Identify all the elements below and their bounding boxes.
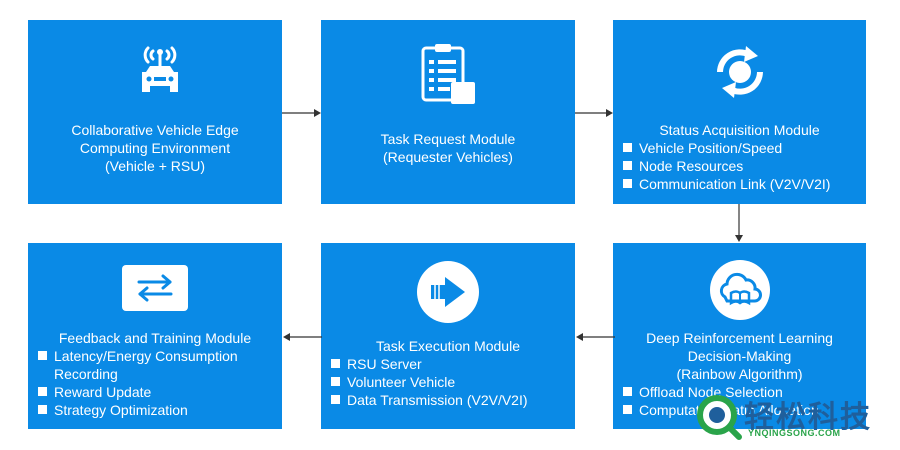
task-request-title: Task Request Module (Requester Vehicles)	[380, 131, 516, 165]
status-acquisition-title: Status Acquisition Module	[659, 122, 820, 138]
car-with-antenna-icon	[142, 46, 178, 92]
environment-title: Collaborative Vehicle Edge Computing Env…	[71, 122, 239, 174]
list-item: RSU Server	[331, 355, 528, 373]
watermark-text-cn: 轻松科技	[744, 400, 872, 435]
task-request-box: Task Request Module (Requester Vehicles)	[321, 20, 575, 204]
cloud-book-icon	[710, 260, 770, 320]
watermark-text-en: YNQINGSONG.COM	[748, 428, 841, 438]
list-item: Reward Update	[38, 383, 274, 401]
drl-decision-title: Deep Reinforcement Learning Decision-Mak…	[646, 330, 833, 382]
arrow-status-to-drl	[735, 204, 743, 242]
list-item: Node Resources	[623, 157, 830, 175]
drl-decision-box: Deep Reinforcement Learning Decision-Mak…	[613, 243, 866, 429]
refresh-cycle-icon	[717, 46, 763, 98]
arrow-execution-to-feedback	[283, 333, 322, 341]
list-item: Communication Link (V2V/V2I)	[623, 175, 830, 193]
list-item: Data Transmission (V2V/V2I)	[331, 391, 528, 409]
task-execution-title: Task Execution Module	[376, 338, 520, 354]
arrow-drl-to-execution	[576, 333, 615, 341]
feedback-training-title: Feedback and Training Module	[58, 330, 252, 346]
execution-items-list: RSU Server Volunteer Vehicle Data Transm…	[331, 355, 528, 409]
watermark-logo: 轻松科技 YNQINGSONG.COM	[696, 394, 886, 442]
status-acquisition-box: Status Acquisition Module Vehicle Positi…	[613, 20, 866, 204]
list-item: Strategy Optimization	[38, 401, 274, 419]
clipboard-checklist-icon	[421, 44, 475, 104]
status-items-list: Vehicle Position/Speed Node Resources Co…	[623, 139, 830, 193]
list-item: Offload Node Selection	[623, 383, 819, 401]
list-item: Vehicle Position/Speed	[623, 139, 830, 157]
watermark-magnifier-icon	[697, 395, 742, 440]
environment-box: Collaborative Vehicle Edge Computing Env…	[28, 20, 282, 204]
feedback-items-list: Latency/Energy Consumption Recording Rew…	[38, 347, 274, 419]
arrow-request-to-status	[575, 109, 613, 117]
list-item: Latency/Energy Consumption Recording	[38, 347, 274, 383]
task-execution-box: Task Execution Module RSU Server Volunte…	[321, 243, 575, 429]
swap-arrows-icon	[122, 265, 188, 311]
feedback-training-box: Feedback and Training Module Latency/Ene…	[28, 243, 282, 429]
right-arrow-circle-icon	[417, 261, 479, 323]
arrow-env-to-request	[282, 109, 321, 117]
list-item: Volunteer Vehicle	[331, 373, 528, 391]
